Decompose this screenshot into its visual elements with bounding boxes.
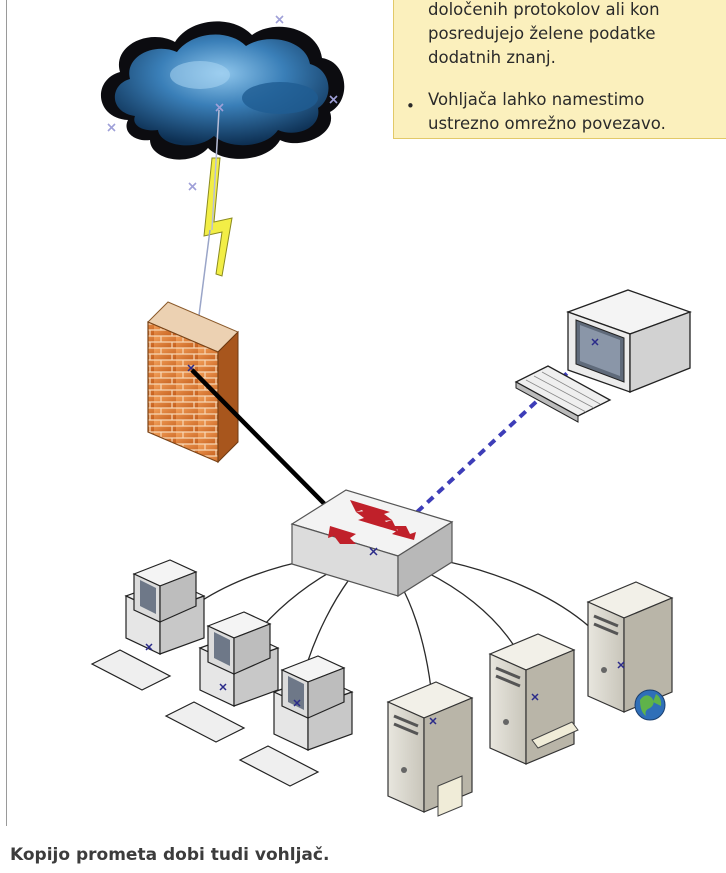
firewall-icon [147,301,239,464]
bullet-icon: • [406,97,415,115]
note-line: Vohljača lahko namestimo [428,90,645,109]
cloud-icon [100,15,345,191]
keyboard-icon [514,365,612,423]
note-panel: določenih protokolov ali kon posredujejo… [393,0,726,139]
note-line: določenih protokolov ali kon [428,0,660,19]
globe-icon [634,689,666,721]
figure-frame [6,0,726,826]
switch-icon [290,489,454,598]
figure-caption: Kopijo prometa dobi tudi vohljač. [10,845,330,865]
note-line: posredujejo želene podatke [428,24,656,43]
server-icon [386,581,674,817]
note-line: ustrezno omrežno povezavo. [428,114,666,133]
note-line: dodatnih znanj. [428,48,556,67]
monitor-icon [566,289,692,393]
workstation-icon [90,559,354,787]
